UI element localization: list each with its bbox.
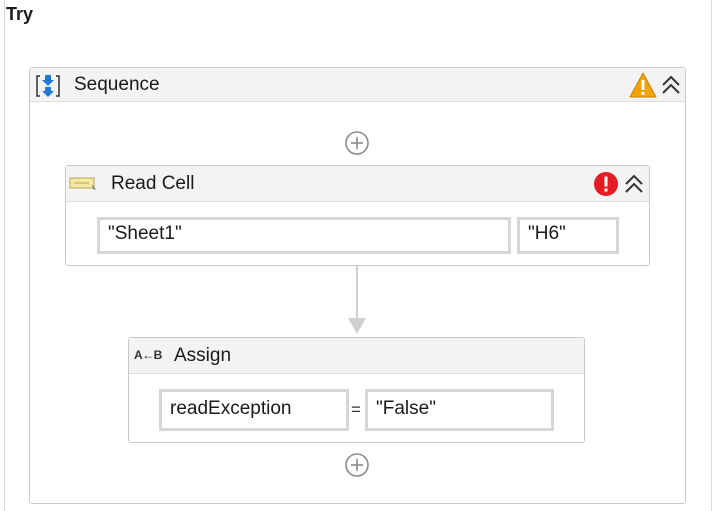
add-activity-icon[interactable] bbox=[344, 452, 370, 478]
assign-activity[interactable]: A←B Assign readException = "False" bbox=[128, 337, 585, 443]
sequence-title: Sequence bbox=[74, 74, 160, 95]
double-chevron-up-icon[interactable] bbox=[660, 74, 682, 96]
try-container bbox=[4, 0, 712, 511]
assign-to-field[interactable]: readException bbox=[159, 389, 349, 431]
sequence-icon bbox=[36, 75, 60, 97]
assign-value-field[interactable]: "False" bbox=[365, 389, 554, 431]
assign-title: Assign bbox=[174, 345, 232, 366]
flow-connector-arrow-icon bbox=[348, 318, 366, 334]
warning-icon[interactable] bbox=[628, 71, 658, 99]
sequence-header[interactable]: Sequence bbox=[30, 68, 685, 102]
try-label: Try bbox=[6, 4, 34, 24]
error-icon[interactable] bbox=[593, 171, 619, 197]
flow-connector-line bbox=[356, 266, 358, 320]
read-cell-header[interactable]: Read Cell bbox=[66, 166, 649, 202]
assign-equals-sign: = bbox=[351, 400, 361, 419]
excel-read-cell-icon bbox=[69, 177, 96, 190]
assign-icon: A←B bbox=[134, 348, 162, 362]
double-chevron-up-icon[interactable] bbox=[623, 173, 645, 195]
assign-header[interactable]: A←B Assign bbox=[129, 338, 584, 374]
sheet-name-field[interactable]: "Sheet1" bbox=[97, 217, 511, 254]
add-activity-icon[interactable] bbox=[344, 130, 370, 156]
cell-address-field[interactable]: "H6" bbox=[517, 217, 619, 254]
read-cell-title: Read Cell bbox=[111, 173, 195, 194]
read-cell-activity[interactable]: Read Cell "Sheet1" "H6" bbox=[65, 165, 650, 266]
